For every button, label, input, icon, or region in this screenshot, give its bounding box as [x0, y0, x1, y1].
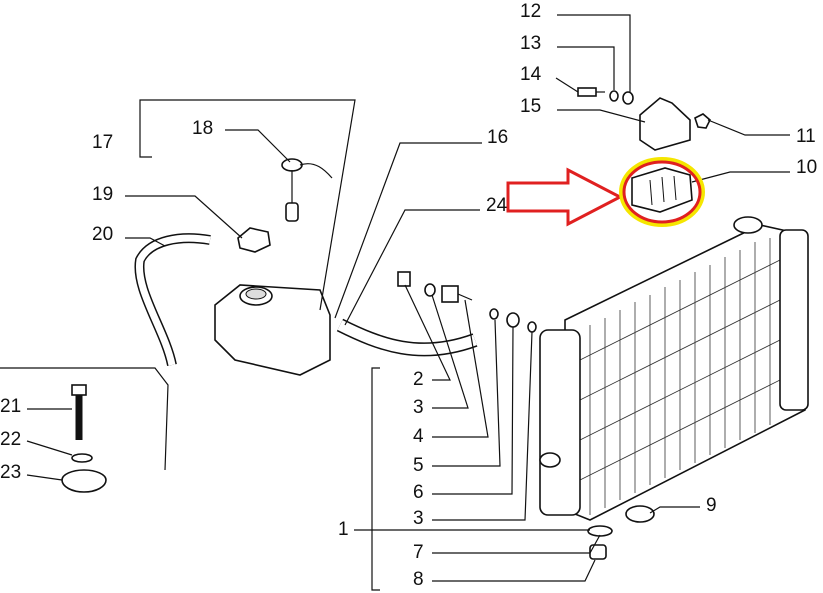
rubber-mount [631, 167, 693, 213]
callout-23: 23 [0, 462, 21, 483]
highlight-arrow [506, 167, 624, 227]
leader-lines [0, 14, 790, 591]
callout-10: 10 [796, 157, 817, 178]
callout-4: 4 [413, 426, 424, 447]
callout-19: 19 [92, 184, 113, 205]
callout-3: 3 [413, 397, 424, 418]
callout-15: 15 [520, 96, 541, 117]
highlight-circle [622, 160, 702, 224]
callout-18: 18 [192, 118, 213, 139]
callout-17: 17 [92, 132, 113, 153]
callout-14: 14 [520, 64, 542, 85]
callout-6: 6 [413, 482, 424, 503]
radiator [539, 216, 809, 521]
callout-2: 2 [413, 369, 424, 390]
callout-12: 12 [520, 1, 541, 22]
mounting-bracket [639, 97, 691, 151]
callout-8: 8 [413, 569, 424, 590]
callout-9: 9 [706, 495, 717, 516]
small-hardware [61, 87, 711, 560]
callout-21: 21 [0, 396, 21, 417]
expansion-tank [214, 284, 331, 376]
callout-1: 1 [338, 519, 349, 540]
callout-20: 20 [92, 224, 113, 245]
filler-cap [237, 227, 271, 253]
callout-7: 7 [413, 542, 424, 563]
callout-5: 5 [413, 455, 424, 476]
level-sensor [281, 158, 333, 222]
callout-22: 22 [0, 429, 21, 450]
callout-3b: 3 [413, 508, 424, 529]
callout-24: 24 [486, 195, 508, 216]
callout-13: 13 [520, 33, 541, 54]
highlight-glow [619, 157, 705, 227]
callout-11: 11 [796, 126, 816, 147]
callout-16: 16 [487, 127, 508, 148]
